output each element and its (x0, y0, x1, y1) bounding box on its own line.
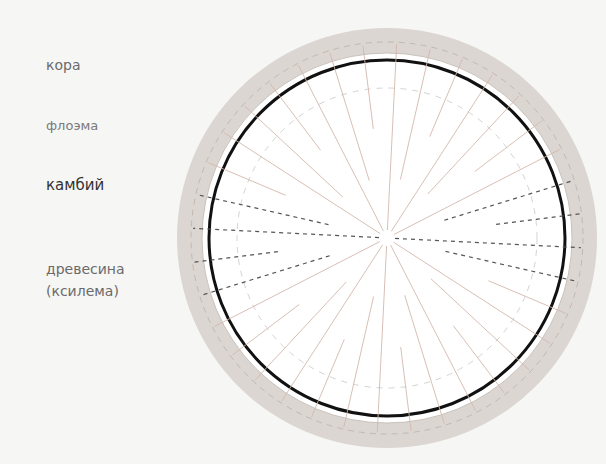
medullary-ray (394, 242, 550, 343)
medullary-ray (377, 246, 386, 432)
medullary-ray (400, 49, 430, 180)
part-label: древесина (ксилема) (46, 258, 156, 302)
medullary-ray (214, 242, 380, 327)
medullary-ray (391, 75, 492, 231)
medullary-ray (387, 44, 396, 230)
medullary-ray (394, 150, 559, 235)
phloem-boundary (191, 42, 583, 434)
medullary-ray (444, 181, 572, 221)
medullary-rays (193, 44, 581, 432)
medullary-ray (245, 106, 343, 197)
medullary-ray (344, 297, 374, 428)
part-label: кора (46, 54, 81, 76)
medullary-ray (446, 251, 577, 281)
cambium-line (209, 60, 565, 416)
phloem-zone (202, 53, 572, 423)
medullary-ray (198, 195, 329, 225)
medullary-ray (255, 282, 346, 380)
medullary-ray (202, 256, 330, 296)
medullary-ray (193, 228, 379, 237)
medullary-ray (330, 53, 370, 181)
bark-ring (177, 28, 597, 448)
medullary-ray (496, 214, 579, 224)
medullary-ray (401, 347, 411, 430)
medullary-ray (363, 46, 373, 129)
medullary-ray (282, 245, 383, 401)
medullary-ray (208, 163, 285, 196)
growth-ring (237, 88, 537, 388)
medullary-ray (195, 252, 278, 262)
part-label: камбий (46, 174, 104, 196)
medullary-ray (224, 133, 380, 234)
medullary-ray (431, 279, 529, 370)
medullary-ray (430, 59, 463, 136)
medullary-ray (488, 281, 565, 314)
medullary-ray (312, 339, 345, 416)
part-label: флоэма (46, 115, 98, 137)
medullary-ray (405, 295, 445, 423)
medullary-ray (428, 96, 519, 194)
medullary-ray (395, 238, 581, 247)
